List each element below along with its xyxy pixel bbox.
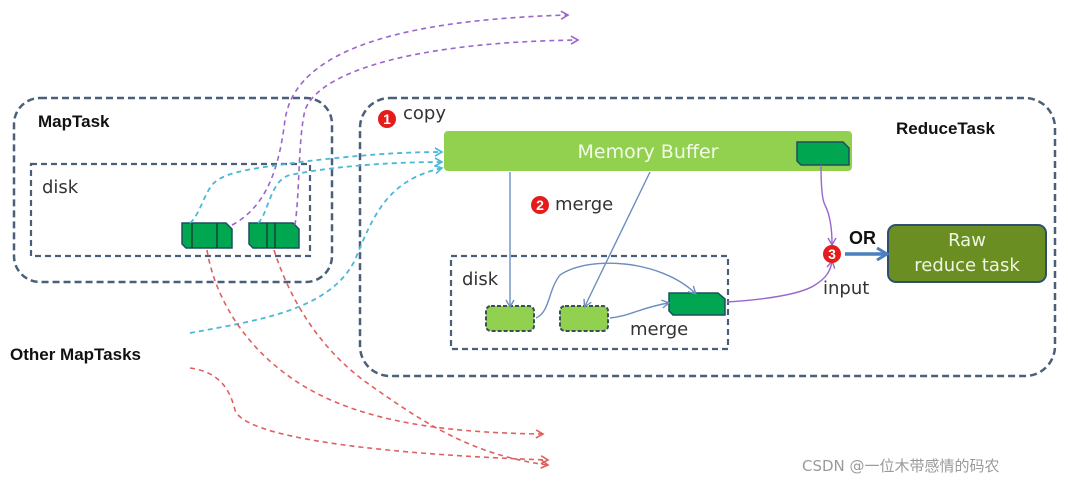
disk-to-input-arrow bbox=[726, 259, 836, 303]
raw-reduce-task-label: Raw reduce task bbox=[888, 228, 1046, 278]
spill-arrow-2 bbox=[583, 171, 651, 309]
disk-merge-arrow-2 bbox=[609, 299, 671, 319]
disk-merge-label: merge bbox=[630, 319, 689, 340]
disk-merge-arrow-1 bbox=[535, 262, 697, 319]
map-output-segment-1 bbox=[181, 222, 233, 249]
map-output-segment-2 bbox=[248, 222, 300, 249]
step-3-label: input bbox=[823, 278, 870, 299]
red-arrow-1 bbox=[206, 249, 545, 439]
step-2-label: merge bbox=[555, 194, 614, 215]
copy-arrow-3 bbox=[189, 164, 444, 334]
or-label: OR bbox=[849, 228, 876, 248]
maptask-label: MapTask bbox=[38, 112, 110, 131]
step-1-badge: 1 bbox=[378, 110, 396, 128]
memory-buffer-label: Memory Buffer bbox=[577, 141, 719, 163]
watermark: CSDN @一位木带感情的码农 bbox=[802, 457, 1000, 475]
step-3-badge: 3 bbox=[823, 245, 841, 263]
reducetask-box bbox=[358, 96, 1057, 378]
copy-arrow-2 bbox=[257, 157, 444, 224]
reducetask-disk-label: disk bbox=[462, 269, 499, 290]
raw-reduce-task-line2: reduce task bbox=[914, 255, 1020, 276]
disk-segment-1 bbox=[485, 305, 535, 332]
red-arrow-2 bbox=[273, 249, 550, 469]
purple-arrow-1 bbox=[231, 10, 570, 226]
maptask-disk-box bbox=[29, 162, 312, 258]
memory-buffer-segment bbox=[796, 141, 850, 166]
purple-arrow-2 bbox=[294, 35, 580, 226]
reducetask-label: ReduceTask bbox=[896, 119, 995, 138]
step-2-badge: 2 bbox=[531, 196, 549, 214]
maptask-box bbox=[12, 96, 334, 284]
buffer-to-input-arrow bbox=[820, 164, 837, 247]
raw-reduce-task-line1: Raw bbox=[948, 230, 986, 251]
merged-segment bbox=[668, 292, 726, 316]
memory-buffer bbox=[444, 131, 852, 171]
maptask-disk-label: disk bbox=[42, 177, 79, 198]
disk-segment-2 bbox=[559, 305, 609, 332]
copy-arrow-1 bbox=[189, 147, 444, 224]
step-1-label: copy bbox=[403, 103, 446, 124]
other-maptasks-label: Other MapTasks bbox=[10, 345, 142, 364]
